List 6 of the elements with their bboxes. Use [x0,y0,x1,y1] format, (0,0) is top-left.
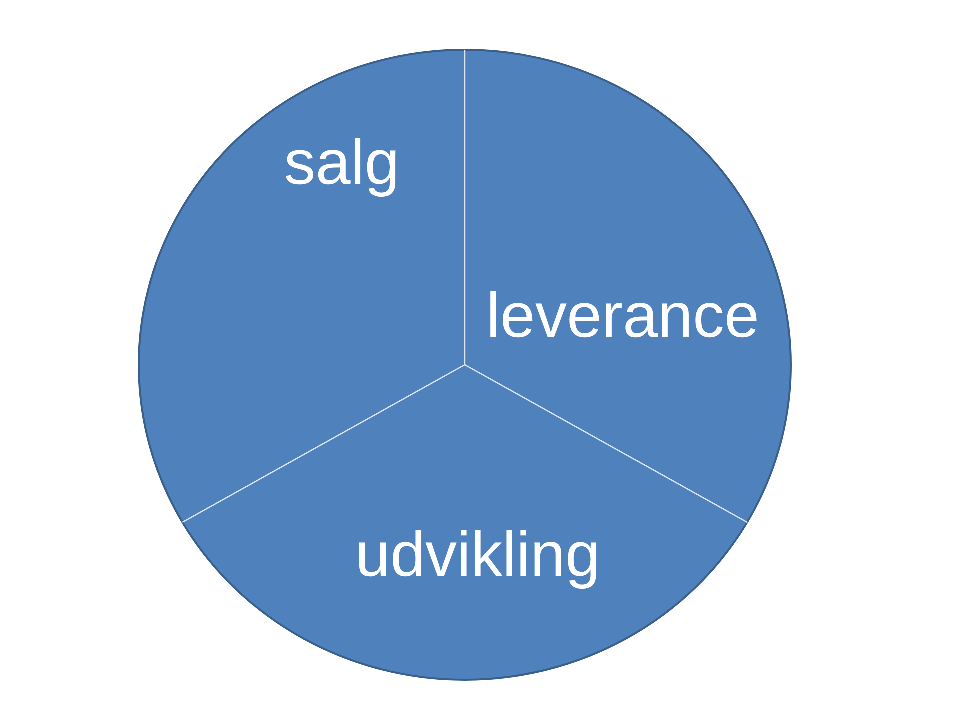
sector-label: leverance [486,285,760,348]
sector-label: udvikling [355,524,601,587]
pie-sector [181,364,749,681]
pie-sector [138,49,466,524]
sector-label: salg [284,132,400,195]
pie-sector [464,49,792,524]
